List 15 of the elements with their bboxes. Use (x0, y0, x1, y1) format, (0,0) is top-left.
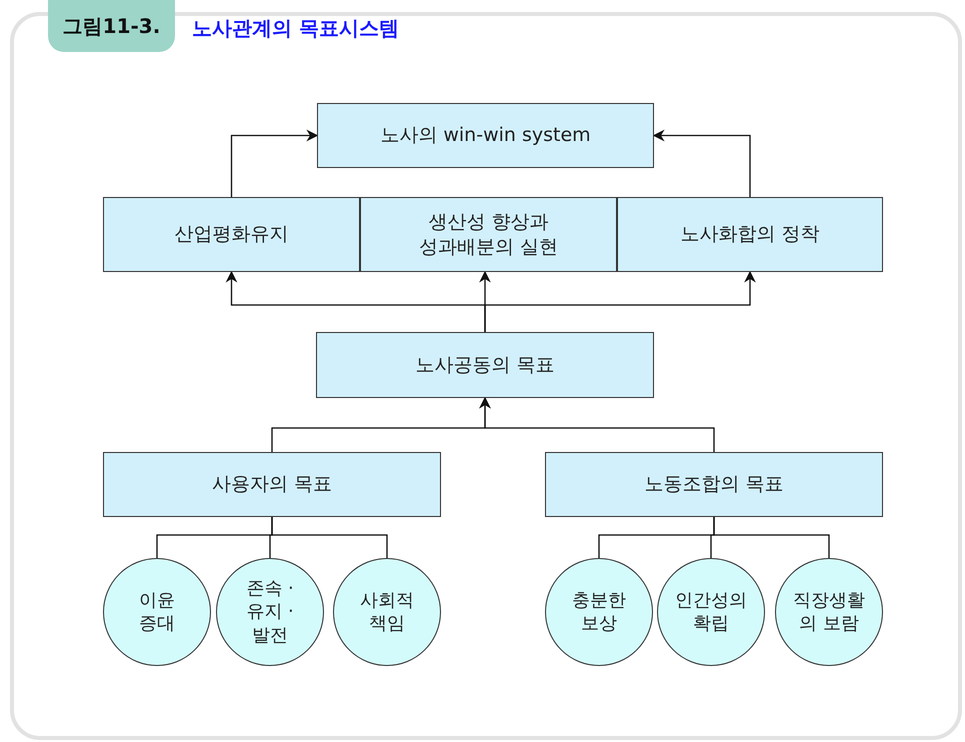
goal-box: 노사공동의 목표 (316, 332, 654, 398)
goal-box: 사용자의 목표 (103, 452, 441, 517)
connector-line (271, 517, 388, 558)
arrow (230, 130, 318, 197)
connector-line (713, 517, 830, 558)
goal-box: 노동조합의 목표 (545, 452, 883, 517)
goal-box: 생산성 향상과 성과배분의 실현 (360, 197, 617, 272)
goal-box: 노사화합의 정착 (617, 197, 883, 272)
arrow (479, 396, 715, 452)
goal-box: 산업평화유지 (103, 197, 360, 272)
arrow (484, 270, 756, 332)
title: 노사관계의 목표시스템 (192, 15, 399, 42)
figure-tab: 그림11-3. (48, 0, 175, 52)
arrow (652, 130, 751, 197)
goal-box: 노사의 win-win system (317, 103, 654, 168)
